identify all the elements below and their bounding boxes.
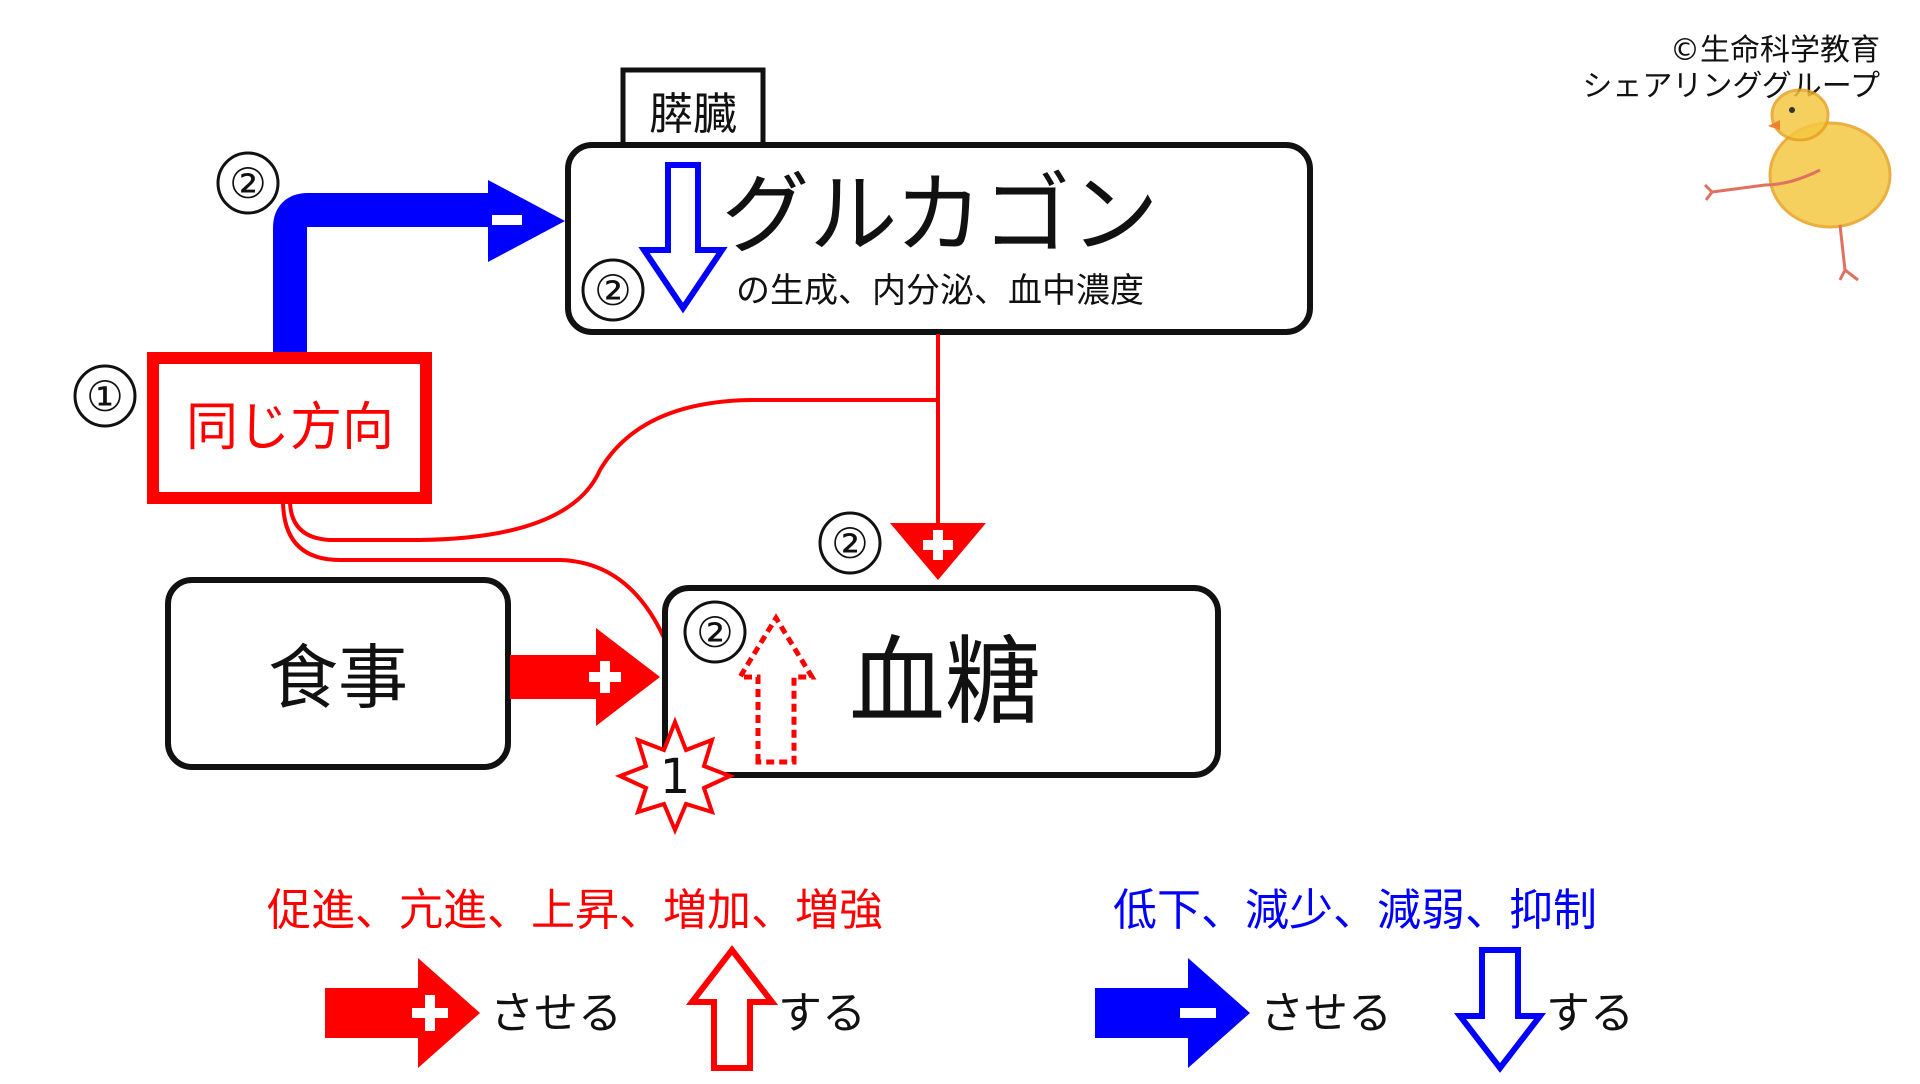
blood-sugar-increase-arrow — [735, 613, 817, 765]
glucagon-decrease-arrow — [638, 162, 728, 314]
glucagon-subtitle: の生成、内分泌、血中濃度 — [736, 271, 1144, 311]
glucagon-box — [565, 142, 1313, 335]
organ-label: 膵臓 — [649, 89, 737, 140]
blood-sugar-box — [662, 585, 1221, 778]
legend-suppress-title: 低下、減少、減弱、抑制 — [1113, 885, 1597, 936]
meal-box — [165, 577, 511, 770]
minus-sign-icon — [492, 215, 522, 225]
blood-sugar-step-circle — [683, 600, 747, 664]
suppress-step-circle — [216, 151, 280, 215]
legend-suppress-arrow-text: させる — [1260, 988, 1392, 1039]
legend-promote-updown-text: する — [778, 988, 866, 1039]
legend-promote-arrow — [325, 958, 480, 1068]
chick-mascot-icon — [1703, 88, 1892, 282]
blood-sugar-step-marker: ② — [696, 608, 734, 657]
minus-sign-icon — [1180, 1008, 1216, 1018]
legend-promote-title: 促進、亢進、上昇、増加、増強 — [267, 885, 883, 936]
promote-step-circle — [818, 511, 882, 575]
same-direction-step-circle — [73, 364, 137, 428]
legend-promote-arrow-text: させる — [490, 988, 622, 1039]
glucagon-title: グルカゴン — [721, 163, 1158, 266]
suppress-arrow-marker: ② — [229, 159, 267, 208]
legend-suppress-arrow — [1095, 958, 1250, 1068]
copyright-line2: シェアリンググループ — [1582, 69, 1880, 104]
promote-triangle — [890, 523, 986, 580]
copyright-line1: ©生命科学教育 — [1670, 33, 1880, 68]
meal-promote-arrow — [510, 628, 660, 726]
blood-sugar-start-marker: 1 — [660, 749, 691, 805]
blood-sugar-label: 血糖 — [849, 626, 1041, 738]
same-direction-label: 同じ方向 — [186, 398, 394, 458]
legend-suppress-down-arrow — [1453, 947, 1547, 1073]
suppress-arrow — [273, 180, 565, 362]
same-direction-box — [147, 352, 432, 504]
start-burst-icon — [614, 716, 736, 836]
legend-suppress-updown-text: する — [1546, 988, 1634, 1039]
promote-arrow-marker: ② — [831, 519, 869, 568]
glucagon-step-circle — [581, 258, 645, 322]
same-direction-step-marker: ① — [86, 372, 124, 421]
organ-label-box — [620, 67, 766, 155]
glucagon-step-marker: ② — [594, 266, 632, 315]
meal-label: 食事 — [268, 637, 408, 719]
legend-promote-up-arrow — [685, 945, 779, 1071]
